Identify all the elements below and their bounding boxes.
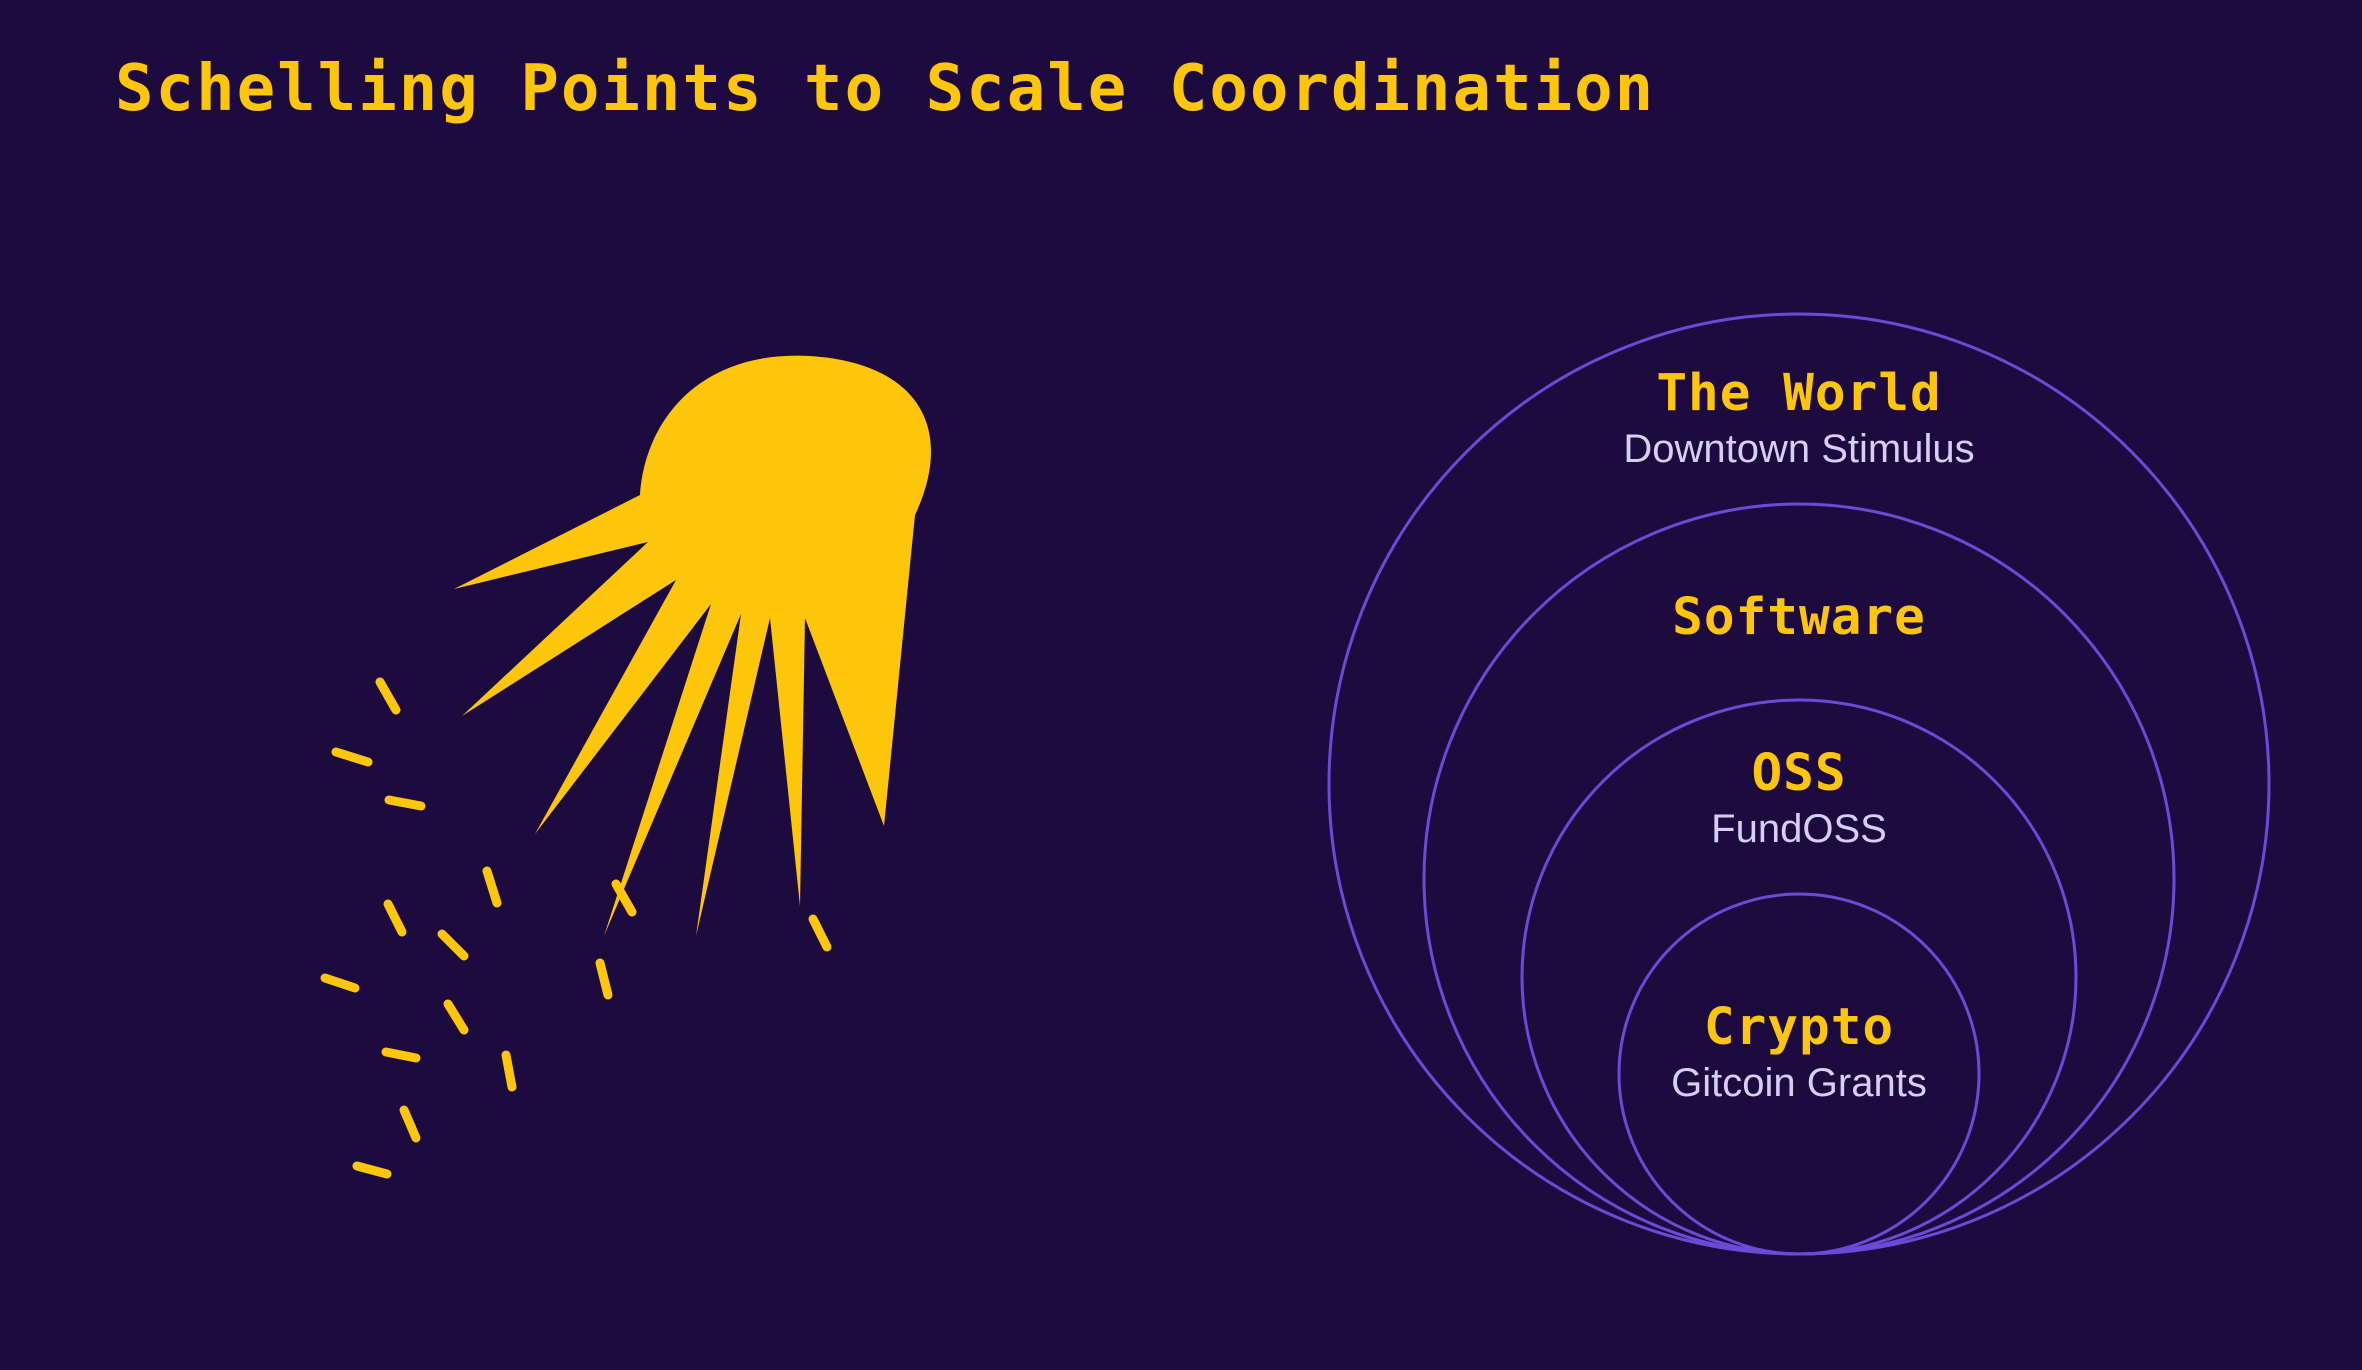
comet-illustration [454,355,931,936]
spark-dash [482,866,502,908]
spark-dash [437,929,469,961]
spark-dash [399,1105,421,1143]
spark-dash [320,973,360,993]
spark-dash [595,958,613,1000]
ring-subtitle: FundOSS [1711,807,1887,851]
ring-label-the-world: The World Downtown Stimulus [1623,364,1974,474]
ring-title: Software [1672,588,1926,647]
spark-dash [375,677,401,715]
spark-dash [352,1161,392,1179]
ring-label-oss: OSS FundOSS [1711,744,1887,854]
spark-dash [501,1050,517,1092]
ring-title: The World [1656,364,1942,423]
ring-subtitle: Gitcoin Grants [1671,1061,1927,1105]
spark-dash [383,899,407,937]
comet-body-icon [454,355,931,936]
spark-dash [384,795,426,811]
ring-label-crypto: Crypto Gitcoin Grants [1671,998,1927,1108]
circle-ring-crypto [1617,892,1981,1256]
page-title: Schelling Points to Scale Coordination [115,52,1656,126]
spark-dash [331,747,373,767]
spark-dash [611,879,637,917]
ring-label-software: Software [1672,588,1926,648]
spark-dash [808,914,832,952]
spark-dash [443,999,469,1035]
ring-title: Crypto [1703,998,1895,1057]
comet-sparks [320,677,832,1179]
spark-dash [381,1047,421,1063]
nested-circles-diagram [1327,312,2271,1256]
ring-subtitle: Downtown Stimulus [1623,427,1975,471]
ring-title: OSS [1751,744,1847,803]
